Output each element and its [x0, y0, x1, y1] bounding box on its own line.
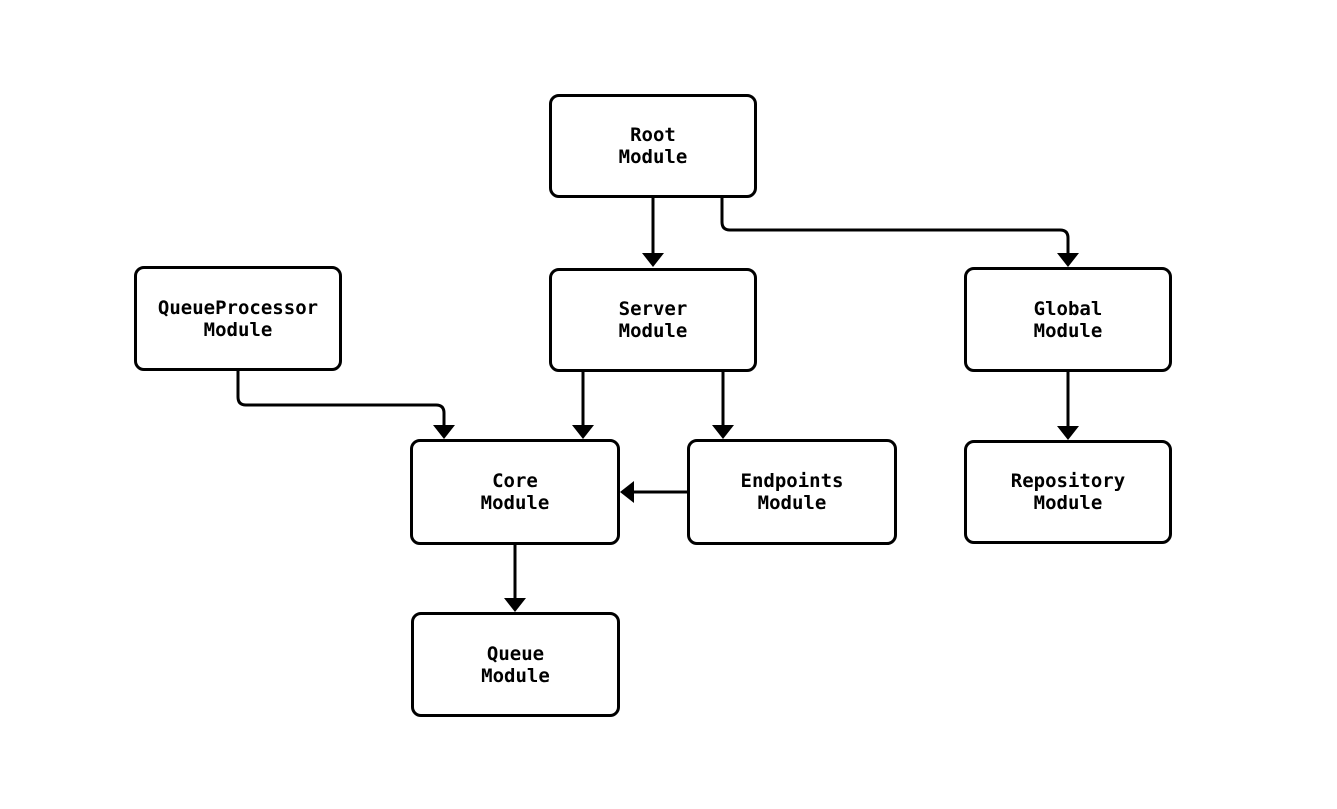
arrowhead-root-to-global [1057, 253, 1079, 267]
edge-root-to-global [720, 198, 1070, 253]
node-queueprocessor-module-label: QueueProcessor Module [157, 296, 319, 341]
arrowhead-core-to-queue [504, 598, 526, 612]
node-core-module: Core Module [410, 439, 620, 545]
node-global-module: Global Module [964, 267, 1172, 372]
arrowhead-server-to-core [572, 425, 594, 439]
edge-queueProcessor-to-core [236, 371, 446, 425]
arrowhead-global-to-repository [1057, 426, 1079, 440]
node-server-module-label: Server Module [618, 298, 688, 342]
node-queueprocessor-module: QueueProcessor Module [134, 266, 342, 371]
arrowhead-root-to-server [642, 253, 664, 267]
arrowhead-endpoints-to-core [620, 481, 634, 503]
node-global-module-label: Global Module [1033, 297, 1103, 342]
node-root-module: Root Module [549, 94, 757, 198]
node-core-module-label: Core Module [480, 470, 550, 514]
node-root-module-label: Root Module [618, 124, 688, 168]
node-repository-module: Repository Module [964, 440, 1172, 544]
node-server-module: Server Module [549, 268, 757, 372]
node-endpoints-module-label: Endpoints Module [740, 470, 844, 514]
arrowhead-queueProcessor-to-core [433, 425, 455, 439]
node-queue-module-label: Queue Module [481, 642, 550, 687]
node-queue-module: Queue Module [411, 612, 620, 717]
node-endpoints-module: Endpoints Module [687, 439, 897, 545]
arrowhead-server-to-endpoints [712, 425, 734, 439]
node-repository-module-label: Repository Module [1010, 470, 1126, 514]
